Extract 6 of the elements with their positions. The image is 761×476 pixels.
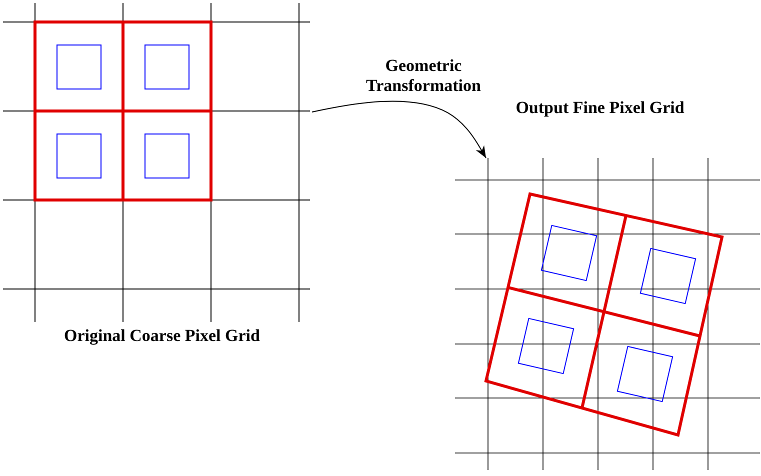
edge-label: Geometric Transformation (365, 56, 482, 96)
pixel-grid-drawing (455, 158, 760, 471)
pixel-grid-drawing (3, 3, 311, 323)
grid-caption: Original Coarse Pixel Grid (63, 326, 261, 346)
curved-arrow (312, 100, 486, 158)
grid-caption: Output Fine Pixel Grid (514, 98, 686, 118)
